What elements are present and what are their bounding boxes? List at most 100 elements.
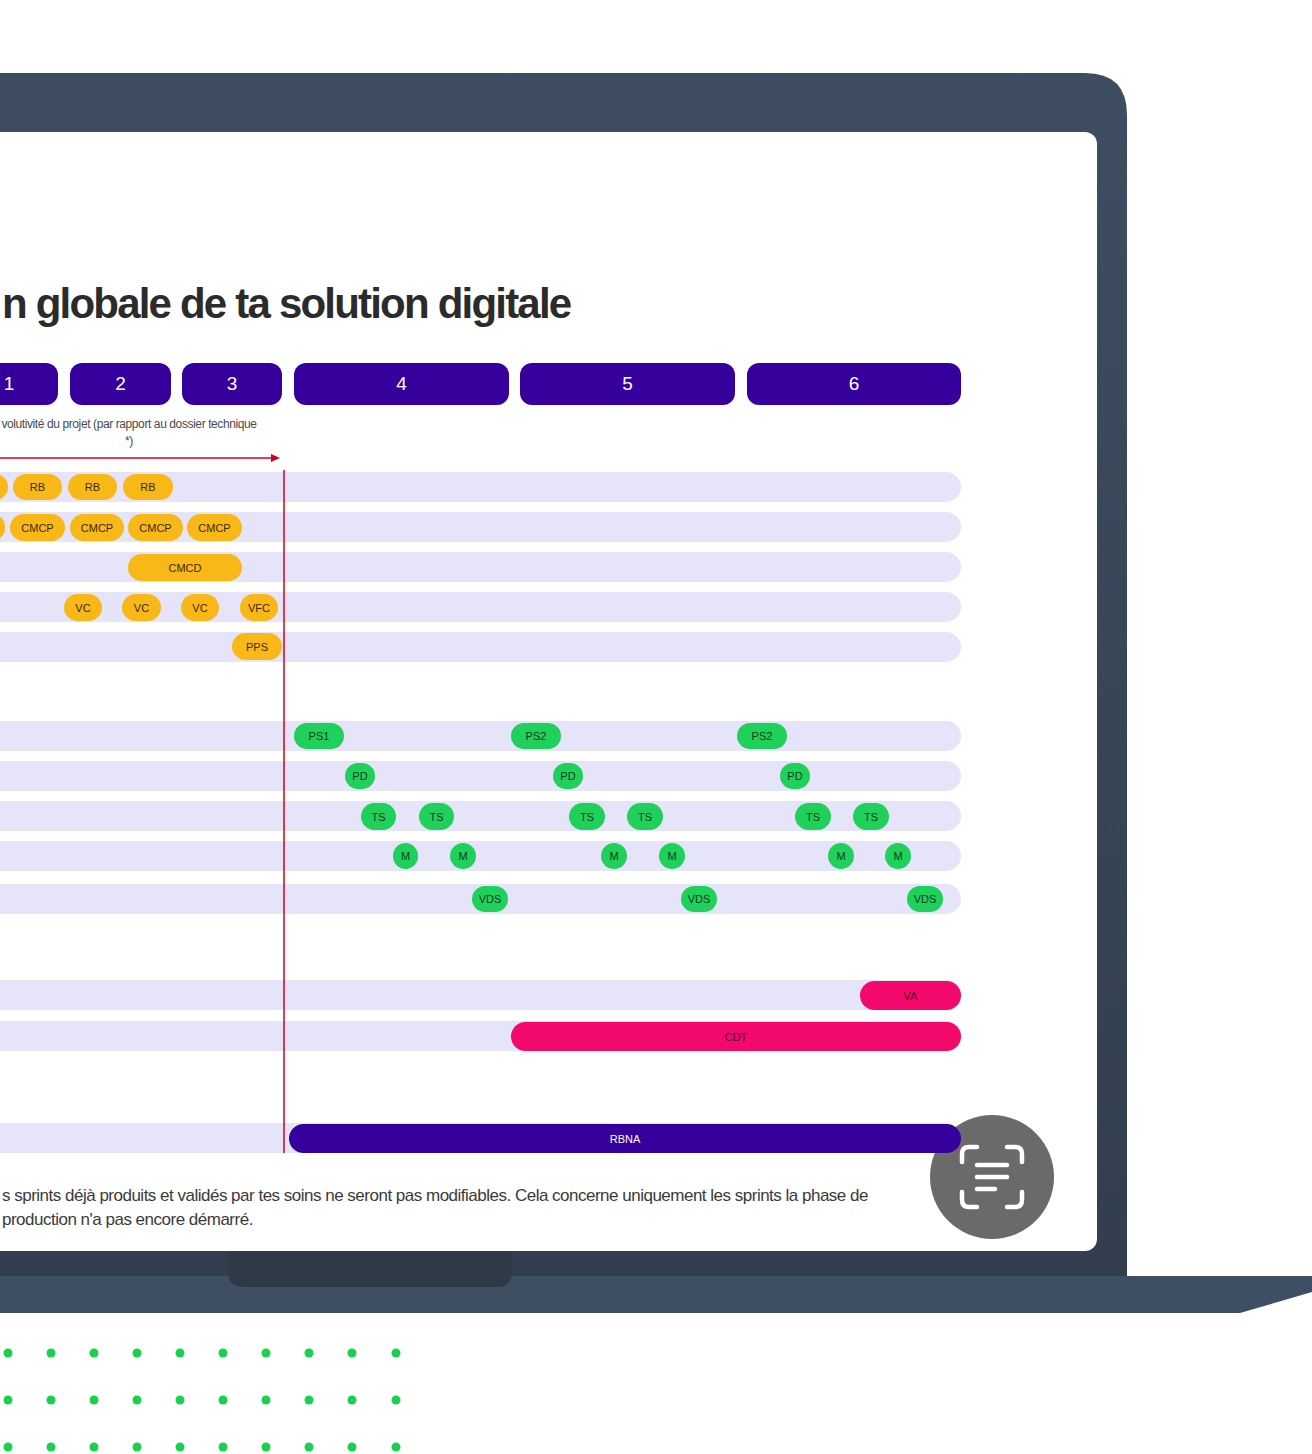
node-text: TS xyxy=(806,811,820,823)
node-text: CMCP xyxy=(139,522,171,534)
node-text: VC xyxy=(134,602,149,614)
design-pill: RB xyxy=(13,474,62,500)
sprint-pill: PS2 xyxy=(511,723,561,749)
node-text: 5 xyxy=(622,373,633,395)
node-text: PD xyxy=(787,770,802,782)
sprint-pill: PD xyxy=(780,763,810,789)
evolution-arrow xyxy=(0,457,272,459)
support-bar: RBNA xyxy=(289,1124,961,1153)
design-pill: VC xyxy=(122,594,161,621)
node-text: M xyxy=(667,850,676,862)
node-text: PPS xyxy=(246,641,268,653)
node-text: PS2 xyxy=(526,730,547,742)
sprint-pill: PS1 xyxy=(294,723,344,749)
design-pill: RB xyxy=(68,474,117,500)
node-text: PS1 xyxy=(309,730,330,742)
dot-pattern xyxy=(4,1349,401,1452)
node-text: VDS xyxy=(479,893,502,905)
sprint-pill: VDS xyxy=(472,886,508,912)
design-pill: CMCD xyxy=(128,554,242,581)
laptop-screen xyxy=(0,132,1097,1251)
sprint-pill: PD xyxy=(345,763,375,789)
sprint-pill: M xyxy=(885,843,911,869)
footnote: s sprints déjà produits et validés par t… xyxy=(2,1184,928,1232)
laptop-frame xyxy=(0,73,1127,1290)
delivery-bar: CDT xyxy=(511,1022,961,1051)
design-pill: CMCP xyxy=(10,514,65,541)
sprint-pill: M xyxy=(659,843,685,869)
delivery-bar: VA xyxy=(860,981,961,1010)
node-text: M xyxy=(609,850,618,862)
node-text: 3 xyxy=(227,373,238,395)
sprint-pill: TS xyxy=(419,803,454,830)
design-pill: VC xyxy=(64,594,102,621)
node-text: VDS xyxy=(914,893,937,905)
node-text: VFC xyxy=(248,602,270,614)
design-pill: VC xyxy=(181,594,219,621)
design-pill: CMCP xyxy=(128,514,183,541)
cut-pill xyxy=(0,514,5,541)
node-text: CMCP xyxy=(81,522,113,534)
sprint-pill: PD xyxy=(553,763,583,789)
sprint-pill: VDS xyxy=(907,886,943,912)
month-header: 6 xyxy=(747,363,961,405)
node-text: 6 xyxy=(849,373,860,395)
month-header: 4 xyxy=(294,363,509,405)
node-text: RB xyxy=(85,481,100,493)
sprint-pill: TS xyxy=(361,803,396,830)
sprint-pill: TS xyxy=(853,803,889,830)
sprint-pill: PS2 xyxy=(737,723,787,749)
sprint-pill: TS xyxy=(795,803,831,830)
design-pill: VFC xyxy=(240,594,278,621)
cut-pill xyxy=(0,474,8,500)
node-text: TS xyxy=(371,811,385,823)
timeline-bands xyxy=(0,472,961,1153)
sprint-pill: TS xyxy=(569,803,605,830)
node-text: TS xyxy=(580,811,594,823)
month-header: 3 xyxy=(182,363,282,405)
node-text: VC xyxy=(75,602,90,614)
node-text: CMCD xyxy=(169,562,202,574)
node-text: TS xyxy=(429,811,443,823)
month-header: 5 xyxy=(520,363,735,405)
production-start-line xyxy=(283,470,285,1153)
node-text: 4 xyxy=(396,373,407,395)
laptop-base xyxy=(0,1276,1312,1313)
sprint-pill: VDS xyxy=(681,886,717,912)
month-header: 1 xyxy=(0,363,58,405)
node-text: RBNA xyxy=(610,1133,641,1145)
node-text: PD xyxy=(352,770,367,782)
sprint-pill: M xyxy=(393,843,418,869)
node-text: VC xyxy=(192,602,207,614)
node-text: PS2 xyxy=(752,730,773,742)
node-text: 1 xyxy=(4,373,15,395)
sprint-pill: M xyxy=(450,843,476,869)
node-text: VDS xyxy=(688,893,711,905)
node-text: CMCP xyxy=(21,522,53,534)
design-pill: PPS xyxy=(232,633,282,660)
evolution-note: volutivité du projet (par rapport au dos… xyxy=(0,416,258,450)
node-text: CMCP xyxy=(198,522,230,534)
node-text: M xyxy=(458,850,467,862)
node-text: CDT xyxy=(725,1031,748,1043)
node-text: M xyxy=(836,850,845,862)
sprint-pill: M xyxy=(601,843,627,869)
page-title: n globale de ta solution digitale xyxy=(2,278,570,330)
node-text: VA xyxy=(904,990,918,1002)
node-text: PD xyxy=(560,770,575,782)
scan-icon xyxy=(962,1147,1022,1207)
arrow-head xyxy=(271,454,280,462)
design-pill: CMCP xyxy=(187,514,242,541)
node-text: RB xyxy=(140,481,155,493)
node-text: TS xyxy=(638,811,652,823)
node-text: M xyxy=(401,850,410,862)
design-pill: CMCP xyxy=(70,514,124,541)
node-text: RB xyxy=(30,481,45,493)
sprint-pill: M xyxy=(828,843,854,869)
sprint-pill: TS xyxy=(627,803,663,830)
node-text: M xyxy=(893,850,902,862)
month-header: 2 xyxy=(70,363,171,405)
laptop-notch xyxy=(228,1251,512,1287)
node-text: TS xyxy=(864,811,878,823)
